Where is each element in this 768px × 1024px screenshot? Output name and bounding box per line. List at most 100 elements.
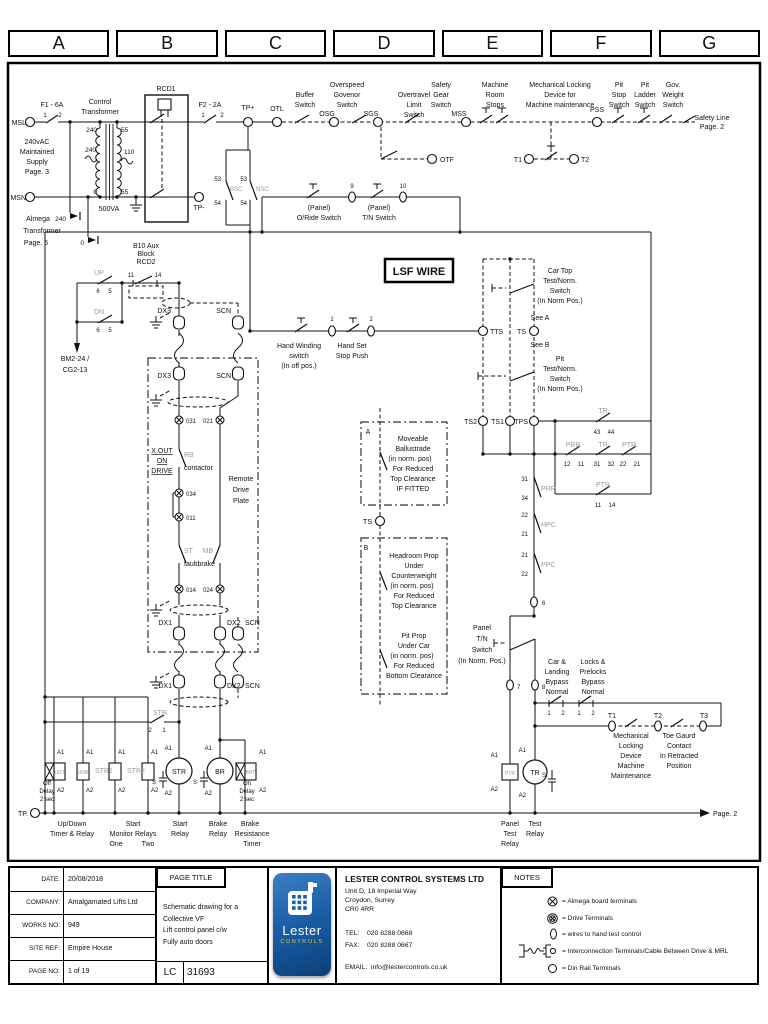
drawing-frame (6, 61, 762, 862)
label-hand-winding: Hand Winding (277, 343, 321, 350)
label-in-norm-pos: (in norm. pos) (388, 456, 431, 463)
label-t-n-switch: T/N Switch (362, 215, 396, 222)
label-in-norm-pos: (In Norm Pos.) (537, 386, 583, 393)
label-monitor-relays: Monitor Relays (110, 831, 157, 838)
label-relay: Relay (171, 831, 189, 838)
label-dx1: DX1 (158, 683, 172, 690)
label-one: One (109, 841, 122, 848)
notes-cell: NOTES = Almega board terminals = Drive T… (501, 867, 755, 983)
label-maintenance: Maintenance (611, 773, 651, 780)
label-gov: Gov. (666, 82, 680, 89)
label-22: 22 (521, 572, 528, 578)
label-024: 024 (203, 588, 214, 594)
label-22: 22 (620, 462, 627, 468)
label-s: S (193, 780, 197, 786)
label-240vac: 240vAC (25, 139, 50, 146)
label-a1: A1 (205, 746, 213, 752)
label-b: B (364, 545, 369, 552)
email-label: EMAIL: (345, 964, 368, 971)
label-top-clearance: Top Clearance (390, 476, 435, 483)
label-tp: TP+ (241, 105, 254, 112)
note-text: = wires to hand test control (562, 930, 641, 938)
label-scn: SCN (245, 620, 260, 627)
label-transformer: Transformer (23, 228, 62, 235)
label-ballustrade: Ballustrade (395, 446, 430, 453)
label-pss: PSS (590, 107, 604, 114)
label-5: 5 (108, 289, 112, 295)
label-31: 31 (521, 477, 528, 483)
label-relay: Relay (501, 841, 519, 848)
label-maintained: Maintained (20, 149, 54, 156)
label-switch: Switch (609, 102, 630, 109)
label-1: 1 (43, 113, 47, 119)
column-header-c: C (224, 30, 327, 57)
label-034: 034 (186, 492, 197, 498)
label-str1: STR1 (95, 768, 113, 775)
label-in-retracted: In Retracted (660, 753, 698, 760)
label-t-n: T/N (476, 636, 487, 643)
almega-240-arrow-icon (70, 213, 78, 219)
label-see-b: See B (530, 342, 549, 349)
works-no-label: WORKS NO: (10, 914, 64, 937)
label-locks: Locks & (581, 659, 606, 666)
udt-box (53, 762, 66, 781)
label-for-reduced: For Reduced (393, 466, 434, 473)
interconnection-icon (510, 944, 562, 958)
label-a2: A2 (165, 791, 173, 797)
label-weight: Weight (662, 92, 684, 99)
email-value: info@lestercontrols.co.uk (371, 964, 448, 971)
label-overspeed: Overspeed (330, 82, 364, 89)
page-title-line: Schematic drawing for a (163, 904, 239, 911)
label-ptr: PTR (596, 482, 610, 489)
label-dx2: DX2 (227, 683, 241, 690)
label-switch: Switch (337, 102, 358, 109)
label-stop-push: Stop Push (336, 353, 368, 360)
label-tp: TP- (193, 205, 205, 212)
junction-dots (43, 120, 557, 815)
note-text: = Almega board terminals (562, 897, 637, 905)
label-prr: PRR (541, 486, 556, 493)
label-up: UP (94, 270, 104, 277)
label-x-out: X.OUT (151, 448, 173, 455)
enclosure-boxes (147, 357, 448, 695)
label-s: S (542, 773, 546, 779)
label-otf: OTF (440, 157, 454, 164)
label-contactor: contactor (184, 465, 213, 472)
label-s: S (152, 780, 156, 786)
ac-sine-icon (84, 155, 134, 165)
label-tr: TR (598, 408, 607, 415)
label-14: 14 (609, 503, 616, 509)
label-6: 6 (96, 289, 100, 295)
label-scn: SCN (245, 683, 260, 690)
label-almega: Almega (26, 216, 50, 223)
label-plate: Plate (233, 498, 249, 505)
label-21: 21 (521, 532, 528, 538)
label-in-norm-pos: (In Norm Pos.) (537, 298, 583, 305)
label-moveable: Moveable (398, 436, 428, 443)
label-page-2: Page. 2 (713, 811, 737, 818)
page-title-line: Lift control panel c/w (163, 927, 227, 934)
label-mss: MSS (451, 111, 467, 118)
label-udr: UDR (78, 770, 89, 776)
label-a2: A2 (57, 788, 65, 794)
label-011: 011 (186, 516, 196, 522)
label-ptr: PTR (505, 771, 515, 777)
label-7: 7 (517, 685, 521, 691)
label-ts2: TS2 (464, 419, 477, 426)
label-landing: Landing (545, 669, 570, 676)
label-bypass: Bypass (582, 679, 605, 686)
page-no-value: 1 of 19 (68, 968, 90, 975)
site-ref-label: SITE REF: (10, 937, 64, 960)
dx-connectors (172, 315, 245, 689)
relay-coils (165, 757, 548, 785)
tel-row: TEL:020 8288 0668 (345, 930, 412, 937)
label-switch: Switch (550, 288, 571, 295)
label-pit: Pit (641, 82, 649, 89)
din-terminals (24, 116, 603, 819)
label-delay: Delay (39, 789, 54, 795)
label-a2: A2 (118, 788, 126, 794)
label-t1: T1 (514, 157, 522, 164)
label-delay: Delay (239, 789, 254, 795)
address-line: CR0 4RR (345, 906, 375, 913)
